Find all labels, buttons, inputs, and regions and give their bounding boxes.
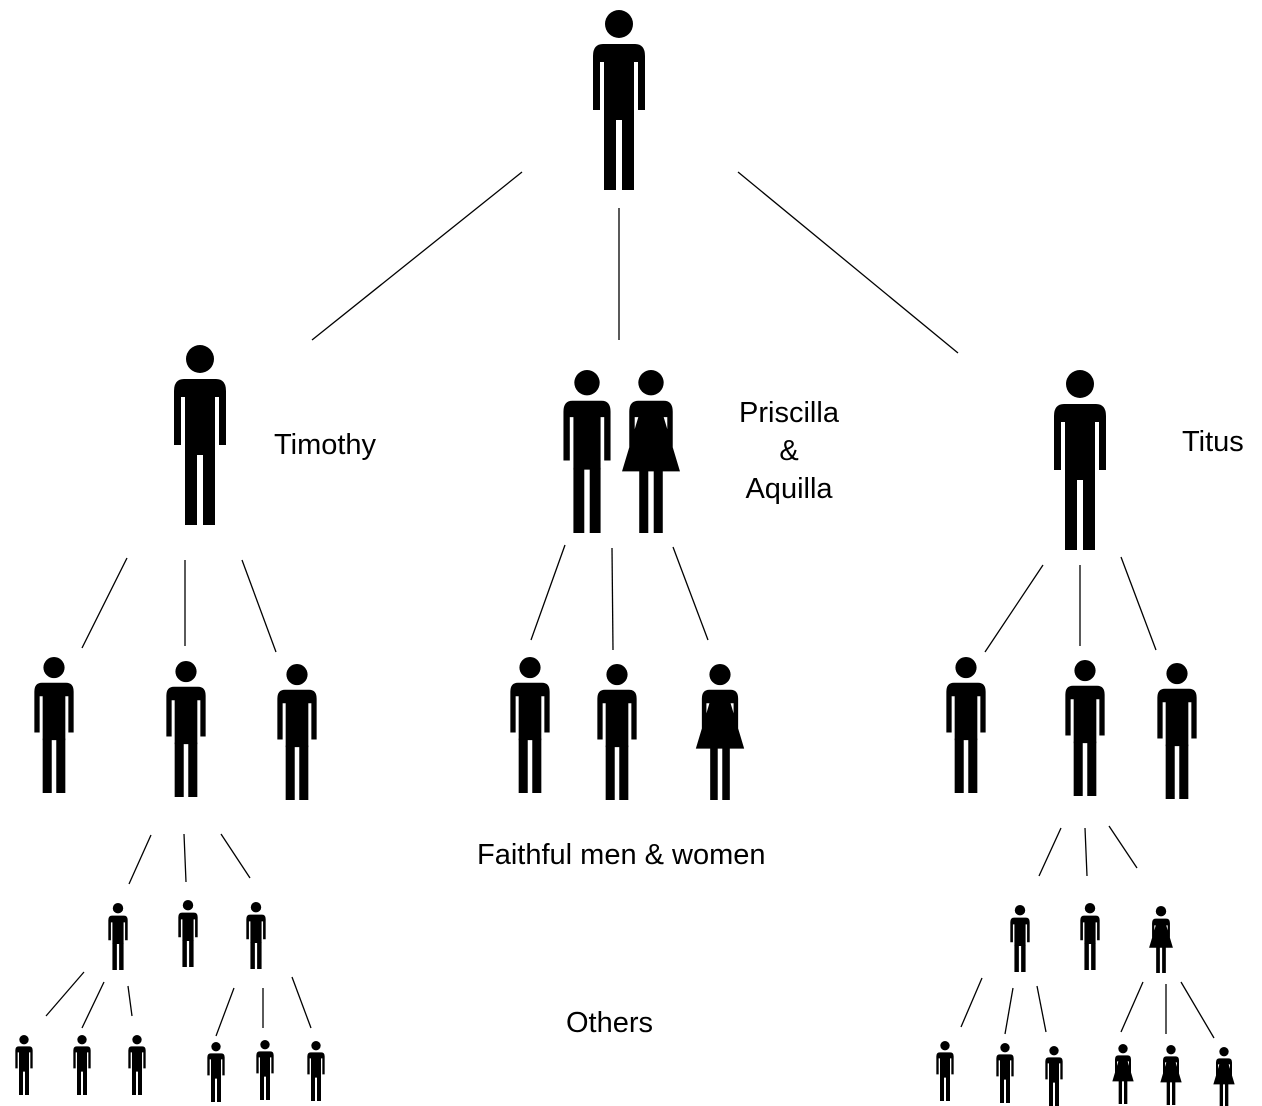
faithful-man-icon (1157, 663, 1197, 799)
disciple-man-icon (1010, 905, 1030, 972)
connector-line (1120, 556, 1157, 651)
connector-line (1038, 827, 1062, 877)
other-woman-icon (1213, 1047, 1235, 1106)
faithful-man-icon (277, 664, 317, 800)
connector-line (241, 559, 277, 653)
connector-line (737, 171, 959, 354)
label-aquilla: Aquilla (745, 473, 833, 505)
connector-line (1108, 825, 1138, 869)
faithful-man-icon (946, 657, 986, 793)
connector-line (1180, 981, 1215, 1039)
label-ampersand: & (779, 435, 799, 467)
connector-line (1120, 981, 1144, 1033)
other-man-icon (128, 1035, 146, 1095)
titus-man-icon (1054, 370, 1106, 550)
aquilla-man-icon (563, 370, 611, 533)
faithful-man-icon (166, 661, 206, 797)
other-man-icon (996, 1043, 1014, 1103)
label-titus: Titus (1182, 426, 1244, 458)
connector-line (984, 564, 1044, 653)
disciple-man-icon (108, 903, 128, 970)
connector-lines (45, 171, 1215, 1039)
timothy-man-icon (174, 345, 226, 525)
other-man-icon (1045, 1046, 1063, 1106)
connector-line (1036, 985, 1047, 1033)
connector-line (45, 971, 85, 1017)
connector-line (183, 833, 187, 883)
connector-line (311, 171, 523, 341)
faithful-man-icon (1065, 660, 1105, 796)
figures (15, 10, 1235, 1106)
other-man-icon (256, 1040, 274, 1100)
connector-line (530, 544, 566, 641)
faithful-man-icon (34, 657, 74, 793)
faithful-man-icon (597, 664, 637, 800)
connector-line (960, 977, 983, 1028)
other-woman-icon (1112, 1044, 1134, 1104)
connector-line (81, 557, 128, 649)
disciple-man-icon (1080, 903, 1100, 970)
disciple-man-icon (178, 900, 198, 967)
other-man-icon (73, 1035, 91, 1095)
connector-line (81, 981, 105, 1029)
label-priscilla: Priscilla (739, 397, 839, 429)
faithful-man-icon (510, 657, 550, 793)
priscilla-woman-icon (622, 370, 680, 533)
label-timothy: Timothy (274, 429, 377, 461)
connector-line (220, 833, 251, 879)
connector-line (291, 976, 312, 1029)
other-man-icon (15, 1035, 33, 1095)
connector-line (215, 987, 235, 1037)
disciple-man-icon (246, 902, 266, 969)
other-woman-icon (1160, 1045, 1182, 1105)
label-others: Others (566, 1007, 654, 1039)
faithful-woman-icon (695, 664, 745, 800)
other-man-icon (207, 1042, 225, 1102)
leader-man-icon (593, 10, 645, 190)
other-man-icon (307, 1041, 325, 1101)
disciple-woman-icon (1149, 906, 1173, 973)
connector-line (128, 834, 152, 885)
connector-line (1004, 987, 1014, 1035)
other-man-icon (936, 1041, 954, 1101)
connector-line (672, 546, 709, 641)
connector-line (1084, 827, 1088, 877)
connector-line (127, 985, 133, 1017)
connector-line (611, 547, 614, 651)
label-faithful: Faithful men & women (477, 839, 766, 871)
